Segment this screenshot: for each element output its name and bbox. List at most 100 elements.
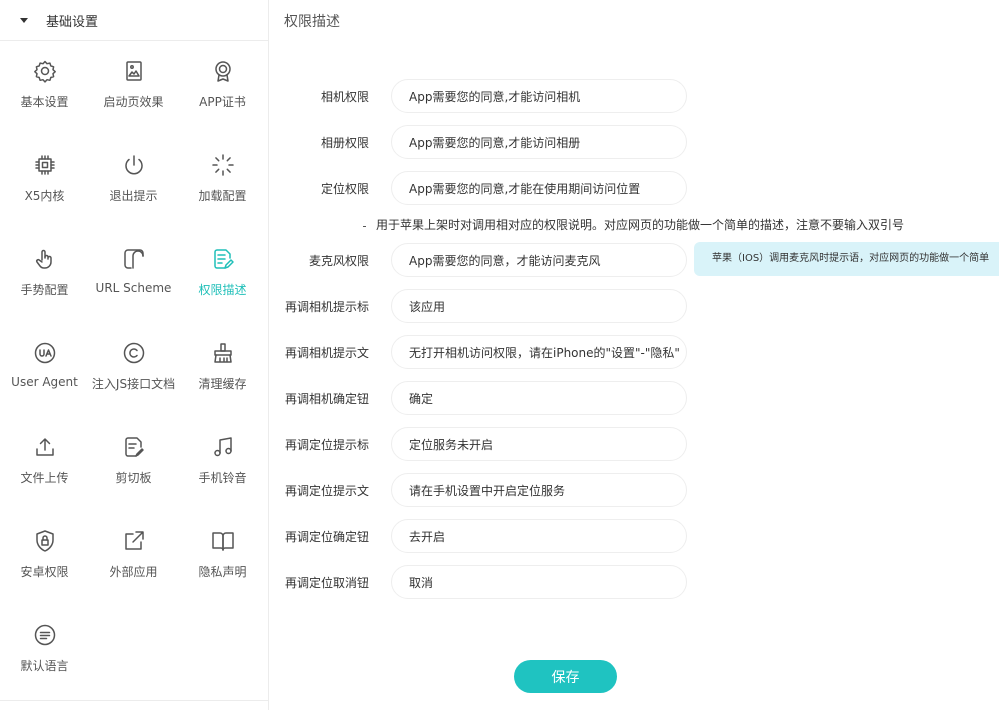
form-row-location-retry-text: 再调定位提示文 bbox=[270, 473, 999, 507]
sidebar-item-label: 手机铃音 bbox=[198, 471, 247, 485]
field-label: 再调定位取消钮 bbox=[284, 576, 369, 590]
sidebar-item-label: 加载配置 bbox=[198, 189, 247, 203]
field-label: 再调相机确定钮 bbox=[284, 392, 369, 406]
sidebar-item-label: 权限描述 bbox=[198, 283, 247, 297]
sidebar-item-loading-config[interactable]: 加载配置 bbox=[178, 135, 267, 229]
sidebar-item-user-agent[interactable]: User Agent bbox=[0, 323, 89, 417]
field-label: 再调定位提示标 bbox=[284, 438, 369, 452]
location-permission-input[interactable] bbox=[391, 171, 687, 205]
form-row-camera-retry-title: 再调相机提示标 bbox=[270, 289, 999, 323]
copyright-icon bbox=[121, 340, 147, 366]
sidebar-item-x5-core[interactable]: X5内核 bbox=[0, 135, 89, 229]
page-title: 权限描述 bbox=[284, 14, 340, 30]
sidebar-item-label: 外部应用 bbox=[109, 565, 158, 579]
field-label: 麦克风权限 bbox=[308, 254, 369, 268]
sidebar-item-basic-settings[interactable]: 基本设置 bbox=[0, 41, 89, 135]
sidebar-section-header[interactable]: 基础设置 bbox=[0, 0, 268, 41]
form-row-album-permission: 相册权限 bbox=[270, 125, 999, 159]
camera-permission-input[interactable] bbox=[391, 79, 687, 113]
sidebar-item-label: URL Scheme bbox=[95, 281, 172, 295]
note-marker bbox=[363, 226, 366, 227]
sidebar-item-permission-description[interactable]: 权限描述 bbox=[178, 229, 267, 323]
form-row-microphone-permission: 麦克风权限 bbox=[270, 243, 999, 277]
sidebar-item-label: User Agent bbox=[11, 375, 78, 389]
save-button[interactable]: 保存 bbox=[514, 660, 617, 693]
sidebar-item-clear-cache[interactable]: 清理缓存 bbox=[178, 323, 267, 417]
sidebar-item-label: 退出提示 bbox=[109, 189, 158, 203]
sidebar-item-label: APP证书 bbox=[199, 95, 246, 109]
sidebar-item-label: 安卓权限 bbox=[20, 565, 69, 579]
camera-retry-confirm-input[interactable] bbox=[391, 381, 687, 415]
sidebar-item-label: 基本设置 bbox=[20, 95, 69, 109]
form-row-location-retry-cancel: 再调定位取消钮 bbox=[270, 565, 999, 599]
sidebar-item-url-scheme[interactable]: URL Scheme bbox=[89, 229, 178, 323]
sidebar-item-file-upload[interactable]: 文件上传 bbox=[0, 417, 89, 511]
sidebar-item-external-apps[interactable]: 外部应用 bbox=[89, 511, 178, 605]
sidebar-item-splash[interactable]: 启动页效果 bbox=[89, 41, 178, 135]
edit-doc-icon bbox=[210, 246, 236, 272]
sidebar-item-app-certificate[interactable]: APP证书 bbox=[178, 41, 267, 135]
microphone-tooltip: 苹果（IOS）调用麦克风时提示语，对应网页的功能做一个简单 bbox=[694, 242, 999, 276]
location-retry-confirm-input[interactable] bbox=[391, 519, 687, 553]
microphone-permission-input[interactable] bbox=[391, 243, 687, 277]
book-icon bbox=[210, 528, 236, 554]
form-row-location-retry-confirm: 再调定位确定钮 bbox=[270, 519, 999, 553]
sidebar-item-label: 默认语言 bbox=[20, 659, 69, 673]
location-retry-title-input[interactable] bbox=[391, 427, 687, 461]
language-icon bbox=[32, 622, 58, 648]
field-label: 相册权限 bbox=[320, 136, 369, 150]
sidebar-item-label: 文件上传 bbox=[20, 471, 69, 485]
form-row-camera-retry-confirm: 再调相机确定钮 bbox=[270, 381, 999, 415]
sidebar-item-label: 手势配置 bbox=[20, 283, 69, 297]
upload-icon bbox=[32, 434, 58, 460]
ua-icon bbox=[32, 340, 58, 366]
location-retry-text-input[interactable] bbox=[391, 473, 687, 507]
field-label: 相机权限 bbox=[320, 90, 369, 104]
camera-retry-title-input[interactable] bbox=[391, 289, 687, 323]
sidebar-bottom-divider bbox=[0, 700, 268, 701]
sidebar-item-android-permissions[interactable]: 安卓权限 bbox=[0, 511, 89, 605]
form-row-location-permission: 定位权限 bbox=[270, 171, 999, 205]
sidebar-item-exit-prompt[interactable]: 退出提示 bbox=[89, 135, 178, 229]
field-label: 定位权限 bbox=[320, 182, 369, 196]
sidebar-section-title: 基础设置 bbox=[46, 14, 99, 30]
field-label: 再调定位确定钮 bbox=[284, 530, 369, 544]
music-icon bbox=[210, 434, 236, 460]
field-label: 再调相机提示文 bbox=[284, 346, 369, 360]
loading-icon bbox=[210, 152, 236, 178]
sidebar-item-clipboard[interactable]: 剪切板 bbox=[89, 417, 178, 511]
sidebar-item-label: 注入JS接口文档 bbox=[91, 377, 176, 391]
clipboard-icon bbox=[121, 434, 147, 460]
form-row-location-retry-title: 再调定位提示标 bbox=[270, 427, 999, 461]
sidebar-item-js-interface-docs[interactable]: 注入JS接口文档 bbox=[89, 323, 178, 417]
location-retry-cancel-input[interactable] bbox=[391, 565, 687, 599]
sidebar-item-gesture-config[interactable]: 手势配置 bbox=[0, 229, 89, 323]
sidebar-item-privacy-statement[interactable]: 隐私声明 bbox=[178, 511, 267, 605]
sidebar-item-label: X5内核 bbox=[24, 189, 65, 203]
power-icon bbox=[121, 152, 147, 178]
link-icon bbox=[121, 246, 147, 272]
sidebar-item-label: 启动页效果 bbox=[103, 95, 164, 109]
main-panel: 权限描述 相机权限 相册权限 定位权限 用于苹果上架时对调用相对应的权限说明。对… bbox=[270, 0, 999, 710]
sidebar-item-ringtone[interactable]: 手机铃音 bbox=[178, 417, 267, 511]
lock-icon bbox=[32, 528, 58, 554]
field-label: 再调相机提示标 bbox=[284, 300, 369, 314]
sidebar-item-label: 剪切板 bbox=[115, 471, 152, 485]
permission-note: 用于苹果上架时对调用相对应的权限说明。对应网页的功能做一个简单的描述，注意不要输… bbox=[376, 218, 905, 232]
sidebar-item-label: 隐私声明 bbox=[198, 565, 247, 579]
gear-icon bbox=[32, 58, 58, 84]
certificate-icon bbox=[210, 58, 236, 84]
hand-icon bbox=[32, 246, 58, 272]
caret-down-icon bbox=[20, 17, 28, 23]
form-row-camera-permission: 相机权限 bbox=[270, 79, 999, 113]
camera-retry-text-input[interactable] bbox=[391, 335, 687, 369]
album-permission-input[interactable] bbox=[391, 125, 687, 159]
sidebar: 基础设置 基本设置 启动页效果 APP证书 X5内核 退出提示 bbox=[0, 0, 269, 710]
chip-icon bbox=[32, 152, 58, 178]
field-label: 再调定位提示文 bbox=[284, 484, 369, 498]
image-icon bbox=[121, 58, 147, 84]
form-row-camera-retry-text: 再调相机提示文 bbox=[270, 335, 999, 369]
sidebar-item-label: 清理缓存 bbox=[198, 377, 247, 391]
sidebar-item-default-language[interactable]: 默认语言 bbox=[0, 605, 89, 699]
